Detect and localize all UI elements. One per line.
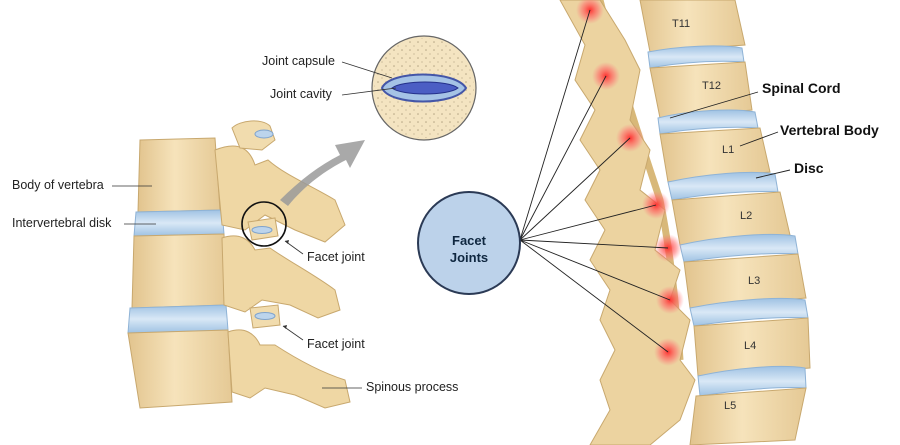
vertebra-label-L4: L4 [744, 340, 757, 352]
vertebra-T12 [649, 61, 753, 119]
intervertebral-disk-2 [127, 304, 229, 334]
facet-cartilage-middle [251, 226, 273, 234]
vertebra-L1 [659, 127, 771, 183]
label-facet-joint-2: Facet joint [307, 337, 365, 351]
label-joint-cavity: Joint cavity [270, 87, 332, 101]
label-intervertebral-disk: Intervertebral disk [12, 216, 112, 230]
label-disc: Disc [794, 160, 824, 176]
vertebra-L3 [683, 253, 807, 309]
vertebra-L4 [693, 317, 811, 377]
label-body-of-vertebra: Body of vertebra [12, 178, 104, 192]
label-joint-capsule: Joint capsule [262, 54, 335, 68]
facet-joints-circle [417, 191, 521, 295]
facet-cartilage-lower [254, 312, 276, 320]
posterior-element-top [214, 145, 346, 243]
joint-inset [341, 35, 477, 141]
facet-highlight-circle [241, 201, 287, 247]
zoom-arrow [280, 140, 365, 206]
facet-joints-label: Facet Joints [420, 232, 518, 266]
intervertebral-disk-1 [133, 209, 225, 237]
vertebra-label-L1: L1 [722, 144, 735, 156]
vertebra-label-L2: L2 [740, 210, 753, 222]
joint-cavity-shape [391, 81, 459, 95]
vertebra-L5 [689, 387, 807, 445]
vertebra-label-L3: L3 [748, 275, 761, 287]
vertebral-body-bottom [127, 329, 233, 409]
label-spinous-process: Spinous process [366, 380, 459, 394]
vertebra-label-T11: T11 [672, 18, 691, 30]
facet-joints-label-line2: Joints [449, 250, 489, 265]
facet-pointer-lines [519, 9, 671, 353]
label-vertebral-body: Vertebral Body [780, 122, 879, 138]
facet-cartilage-top [254, 129, 274, 139]
vertebral-body-top [137, 137, 221, 213]
vertebral-body-middle [131, 233, 227, 309]
label-facet-joint-1: Facet joint [307, 250, 365, 264]
facet-joints-label-line1: Facet [452, 233, 486, 248]
vertebra-label-T12: T12 [702, 80, 721, 92]
right-spine-illustration [417, 0, 811, 445]
posterior-processes [559, 0, 696, 445]
label-spinal-cord: Spinal Cord [762, 80, 841, 96]
vertebra-T11 [639, 0, 746, 53]
superior-process-top [231, 120, 276, 151]
posterior-element-bottom [227, 329, 351, 409]
inflamed-facet-1 [576, 0, 604, 24]
posterior-element-middle [221, 235, 341, 319]
left-vertebra-illustration [112, 120, 365, 409]
vertebra-label-L5: L5 [724, 400, 737, 412]
